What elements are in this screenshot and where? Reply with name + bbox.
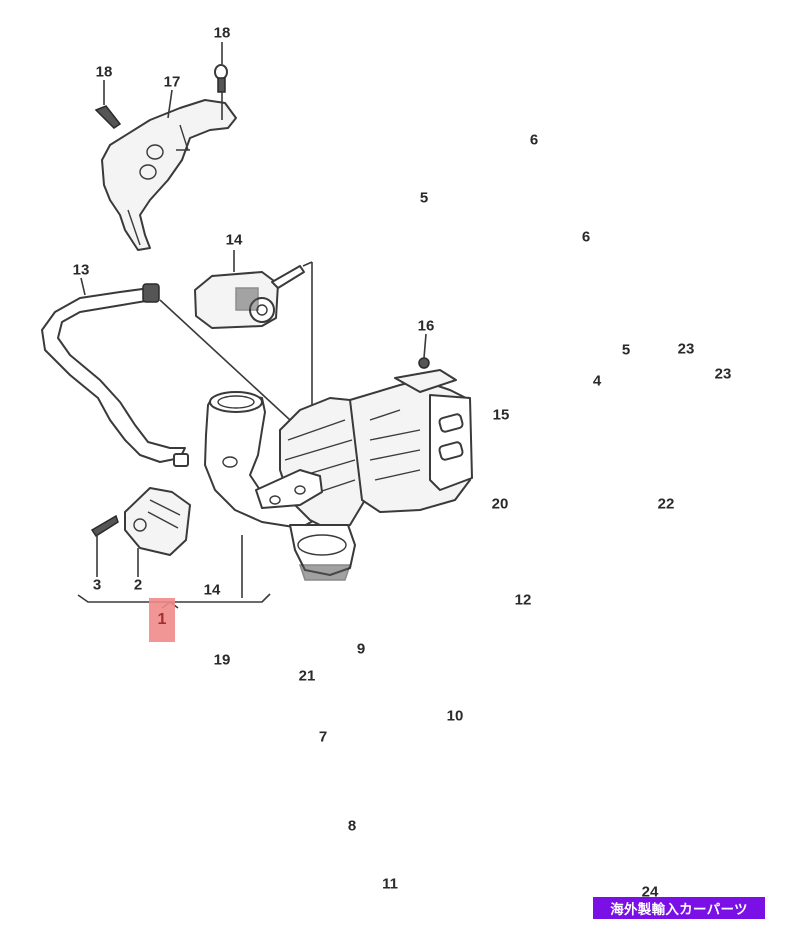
callout-3: 3 [92, 576, 102, 594]
callout-23-left: 23 [677, 340, 695, 358]
callout-20: 20 [491, 495, 509, 513]
callout-5-right: 5 [621, 341, 631, 359]
callout-12: 12 [514, 591, 532, 609]
callout-8: 8 [347, 817, 357, 835]
callout-4: 4 [592, 372, 602, 390]
part-18-bolt-top [214, 42, 228, 120]
highlighted-callout-1-box [149, 598, 175, 642]
callout-10: 10 [446, 707, 464, 725]
callout-21: 21 [298, 667, 316, 685]
callout-17: 17 [163, 73, 181, 91]
part-2-valve [124, 487, 191, 577]
part-13-coolant-pipe [41, 277, 291, 467]
callout-5-top: 5 [419, 189, 429, 207]
part-14-intake-elbow [204, 391, 316, 529]
callout-24: 24 [641, 883, 659, 901]
callout-16: 16 [417, 317, 435, 335]
callout-13: 13 [72, 261, 90, 279]
callout-9: 9 [356, 640, 366, 658]
callout-11: 11 [382, 875, 398, 893]
part-17-heat-shield [101, 99, 237, 251]
callout-7: 7 [318, 728, 328, 746]
callout-15: 15 [492, 406, 510, 424]
callout-18-left: 18 [95, 63, 113, 81]
part-14-wastegate-actuator [194, 250, 313, 420]
callout-6-right: 6 [581, 228, 591, 246]
callout-14-elbow: 14 [203, 581, 221, 599]
callout-18-top: 18 [213, 24, 231, 42]
callout-14-actuator: 14 [225, 231, 243, 249]
part-3-bolt [90, 514, 119, 577]
callout-6-top: 6 [529, 131, 539, 149]
part-18-bolt-left [94, 80, 122, 129]
turbocharger-core [241, 333, 473, 598]
callout-19: 19 [213, 651, 231, 669]
callout-22: 22 [657, 495, 675, 513]
callout-23-right: 23 [714, 365, 732, 383]
callout-1: 1 [157, 611, 167, 628]
callout-2: 2 [133, 576, 143, 594]
watermark-badge: 海外製輸入カーパーツ [593, 897, 765, 919]
